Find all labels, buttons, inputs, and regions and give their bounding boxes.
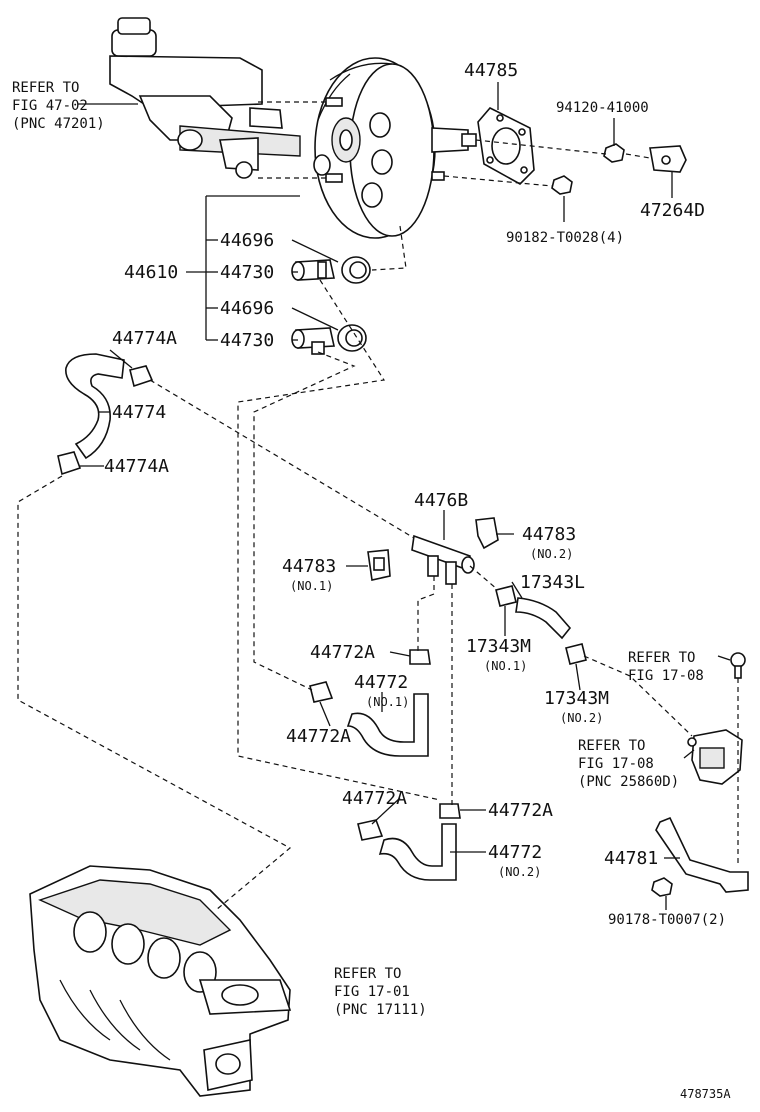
clevis-47264d — [649, 145, 687, 173]
hose-44772-no2 — [378, 823, 457, 881]
clip-44783-no1 — [367, 549, 391, 581]
nut-90178 — [651, 877, 673, 897]
ref-47-line1: REFER TO — [12, 80, 79, 96]
diagram-id: 478735A — [680, 1087, 731, 1101]
booster-gasket — [477, 107, 535, 185]
clamp-17343m-no1 — [495, 585, 517, 607]
label-44785: 44785 — [464, 60, 518, 81]
hose-17343l — [515, 597, 572, 640]
clamp-44774a-top — [129, 365, 154, 388]
label-17343m-no1-sub: (NO.1) — [484, 659, 527, 673]
intake-manifold — [29, 865, 292, 1097]
master-cylinder-reservoir — [109, 17, 301, 179]
label-44774a-bottom: 44774A — [104, 456, 169, 477]
label-17343m-no1: 17343M — [466, 636, 531, 657]
ref-47-line2: FIG 47-02 — [12, 98, 88, 114]
grommet-44696-a — [341, 256, 371, 284]
label-44772-no1: 44772 — [354, 672, 408, 693]
ref-1701-line3: (PNC 17111) — [334, 1002, 427, 1018]
label-44730-b: 44730 — [220, 330, 274, 351]
label-44696-a: 44696 — [220, 230, 274, 251]
label-90182: 90182-T0028(4) — [506, 230, 624, 246]
label-44781: 44781 — [604, 848, 658, 869]
label-44772a-2: 44772A — [286, 726, 351, 747]
clamp-17343m-no2 — [565, 643, 587, 665]
hose-44774 — [65, 353, 125, 460]
label-44772-no2-sub: (NO.2) — [498, 865, 541, 879]
vsv-25860d — [687, 729, 743, 785]
leader-lines — [78, 82, 731, 910]
label-90178: 90178-T0007(2) — [608, 912, 726, 928]
bolt-17-08 — [730, 652, 746, 679]
label-44783-no2-sub: (NO.2) — [530, 547, 573, 561]
grommet-44696-b — [337, 324, 367, 352]
label-44730-a: 44730 — [220, 262, 274, 283]
ref-1708a-line1: REFER TO — [628, 650, 695, 666]
ref-1708a-line2: FIG 17-08 — [628, 668, 704, 684]
label-44772-no1-sub: (NO.1) — [366, 695, 409, 709]
clamp-44772a-1 — [409, 649, 431, 665]
label-17343m-no2-sub: (NO.2) — [560, 711, 603, 725]
ref-1701-line1: REFER TO — [334, 966, 401, 982]
label-17343m-no2: 17343M — [544, 688, 609, 709]
label-44783-no2: 44783 — [522, 524, 576, 545]
part-labels: REFER TO FIG 47-02 (PNC 47201) 44785 941… — [12, 60, 731, 1101]
ref-1708b-line1: REFER TO — [578, 738, 645, 754]
ref-1708b-line2: FIG 17-08 — [578, 756, 654, 772]
label-44772a-4: 44772A — [488, 800, 553, 821]
clip-44783-no2 — [475, 517, 499, 550]
nut-90182 — [551, 175, 573, 195]
clamp-44772a-2 — [309, 681, 334, 703]
label-44610: 44610 — [124, 262, 178, 283]
label-44783-no1-sub: (NO.1) — [290, 579, 333, 593]
label-47264d: 47264D — [640, 200, 705, 221]
hose-44772-no1 — [346, 693, 429, 757]
label-17343l: 17343L — [520, 572, 585, 593]
check-valve-44730-a — [291, 259, 335, 281]
ref-47-line3: (PNC 47201) — [12, 116, 105, 132]
ref-1701-line2: FIG 17-01 — [334, 984, 410, 1000]
nut-94120 — [603, 143, 625, 163]
union-4476b — [411, 534, 475, 585]
label-44774: 44774 — [112, 402, 166, 423]
bracket-44781 — [655, 816, 749, 893]
label-44774a-top: 44774A — [112, 328, 177, 349]
label-4476b: 4476B — [414, 490, 468, 511]
label-44772a-3: 44772A — [342, 788, 407, 809]
label-94120: 94120-41000 — [556, 100, 649, 116]
check-valve-44730-b — [291, 327, 335, 355]
clamp-44772a-3 — [357, 819, 384, 841]
clamp-44772a-4 — [439, 803, 461, 819]
label-44783-no1: 44783 — [282, 556, 336, 577]
label-44696-b: 44696 — [220, 298, 274, 319]
brake-booster — [313, 57, 477, 239]
label-44772-no2: 44772 — [488, 842, 542, 863]
clamp-44774a-bottom — [57, 451, 82, 476]
dashed-connection-lines — [17, 101, 739, 911]
label-44772a-1: 44772A — [310, 642, 375, 663]
ref-1708b-line3: (PNC 25860D) — [578, 774, 679, 790]
